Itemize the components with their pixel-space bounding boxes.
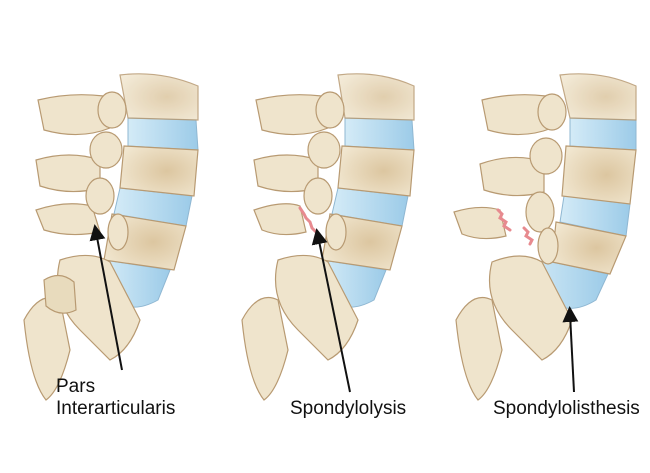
fracture-mark-right bbox=[522, 226, 534, 246]
panel-spondylolysis bbox=[241, 73, 415, 401]
label-pars-line2: Interarticularis bbox=[56, 398, 176, 419]
arrow-pars bbox=[89, 224, 123, 371]
label-spondylolisthesis: Spondylolisthesis bbox=[493, 398, 640, 419]
label-pars: Pars Interarticularis bbox=[56, 376, 175, 420]
fracture-mark-left bbox=[496, 208, 512, 232]
label-spondylolysis: Spondylolysis bbox=[290, 398, 407, 419]
arrow-spondylolysis bbox=[311, 228, 351, 393]
label-pars-line1: Pars bbox=[56, 376, 96, 397]
panel-spondylolisthesis bbox=[453, 73, 637, 401]
panel-normal bbox=[23, 73, 199, 401]
arrow-spondylolisthesis bbox=[562, 306, 579, 393]
